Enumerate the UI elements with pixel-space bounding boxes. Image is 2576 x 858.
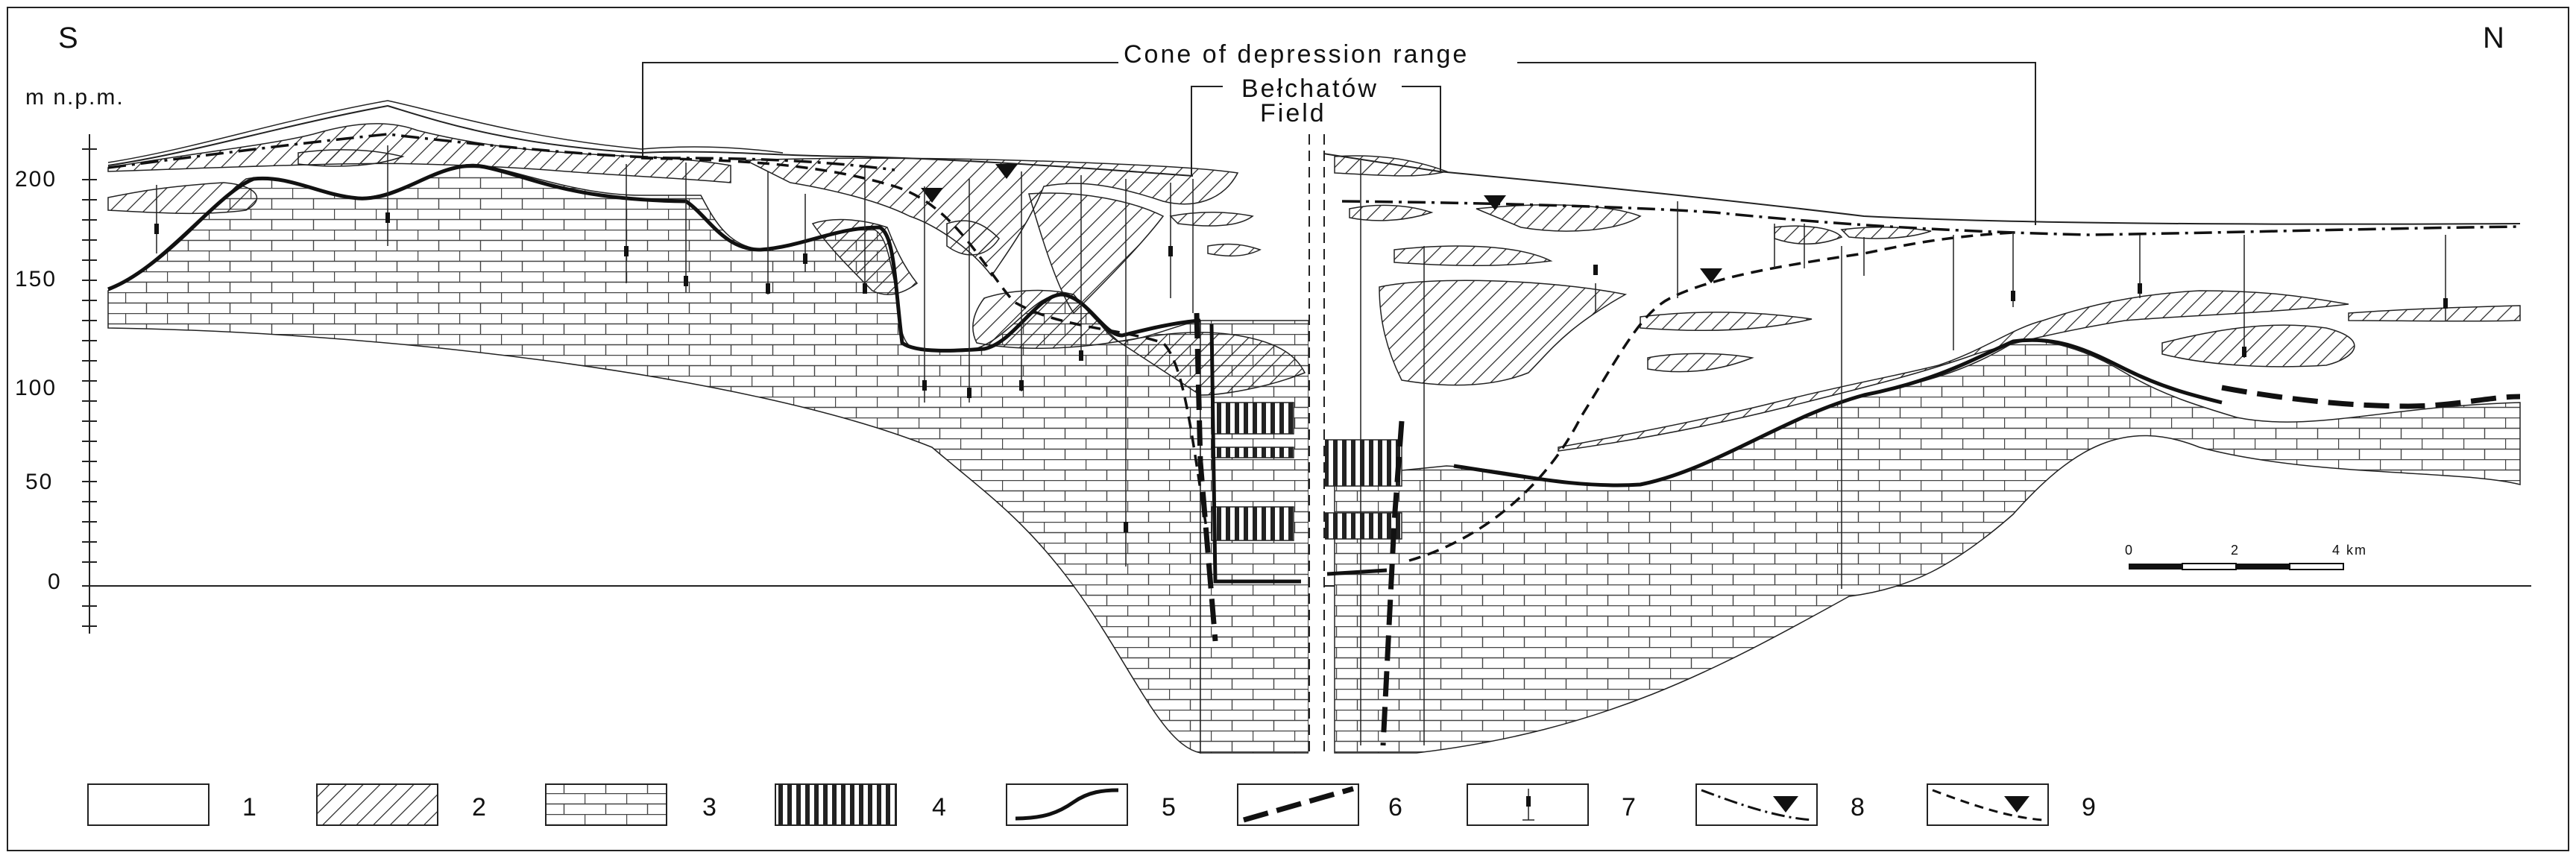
legend-item-7: 7 <box>1467 783 1636 826</box>
legend-item-5: 5 <box>1006 783 1176 826</box>
legend-item-1: 1 <box>87 783 256 826</box>
legend-item-8: 8 <box>1695 783 1865 826</box>
legend-item-9: 9 <box>1927 783 2096 826</box>
depression-cone-line <box>640 157 2014 562</box>
scale-label-2: 2 <box>2231 543 2240 558</box>
figure-border <box>7 7 2569 851</box>
legend-label-6: 6 <box>1388 793 1402 821</box>
mine-gap-edges <box>1309 134 1325 753</box>
ground-surface <box>107 104 2521 225</box>
axis-tick-label: 50 <box>25 470 53 494</box>
legend-label-2: 2 <box>472 793 486 821</box>
legend-item-4: 4 <box>775 783 946 826</box>
ground-surface-upper <box>107 100 784 163</box>
legend-item-6: 6 <box>1237 783 1402 826</box>
field-label-line2: Field <box>1260 99 1326 127</box>
legend: 1 2 3 4 5 6 7 <box>87 783 2096 826</box>
legend-label-7: 7 <box>1622 793 1636 821</box>
axis-minor-ticks <box>82 148 97 627</box>
legend-label-8: 8 <box>1851 793 1865 821</box>
water-level-markers <box>921 164 1722 283</box>
axis-tick-label: 200 <box>15 167 57 192</box>
axis-tick-label: 150 <box>15 267 57 291</box>
axis-tick-label: 100 <box>15 376 57 400</box>
bedrock-boundary <box>107 163 2223 584</box>
hatched-layers <box>107 123 2521 452</box>
field-label-line1: Bełchatów <box>1241 75 1379 103</box>
boreholes <box>156 145 2446 745</box>
scale-bar <box>2129 563 2344 570</box>
legend-label-5: 5 <box>1162 793 1176 821</box>
legend-label-4: 4 <box>932 793 946 821</box>
axis-tick-label: 0 <box>48 570 62 594</box>
north-label: N <box>2483 22 2504 54</box>
legend-label-1: 1 <box>242 793 256 821</box>
south-label: S <box>58 22 78 54</box>
groundwater-table-dashdot <box>107 133 2521 236</box>
legend-item-2: 2 <box>316 783 486 826</box>
legend-label-9: 9 <box>2082 793 2096 821</box>
carbonate-bedrock <box>107 163 1201 754</box>
scale-label-0: 0 <box>2125 543 2134 558</box>
axis-unit-label: m n.p.m. <box>25 85 125 110</box>
cone-range-bracket <box>642 62 2036 225</box>
lignite-seams <box>1211 402 1402 541</box>
borehole-marks <box>154 212 2448 532</box>
legend-item-3: 3 <box>545 783 717 826</box>
field-bracket <box>1191 86 1441 176</box>
scale-label-4km: 4 km <box>2332 543 2367 558</box>
cone-range-label: Cone of depression range <box>1124 40 1469 69</box>
legend-label-3: 3 <box>702 793 717 821</box>
fault-lines <box>1194 312 2521 746</box>
mine-gap <box>1309 134 1325 760</box>
